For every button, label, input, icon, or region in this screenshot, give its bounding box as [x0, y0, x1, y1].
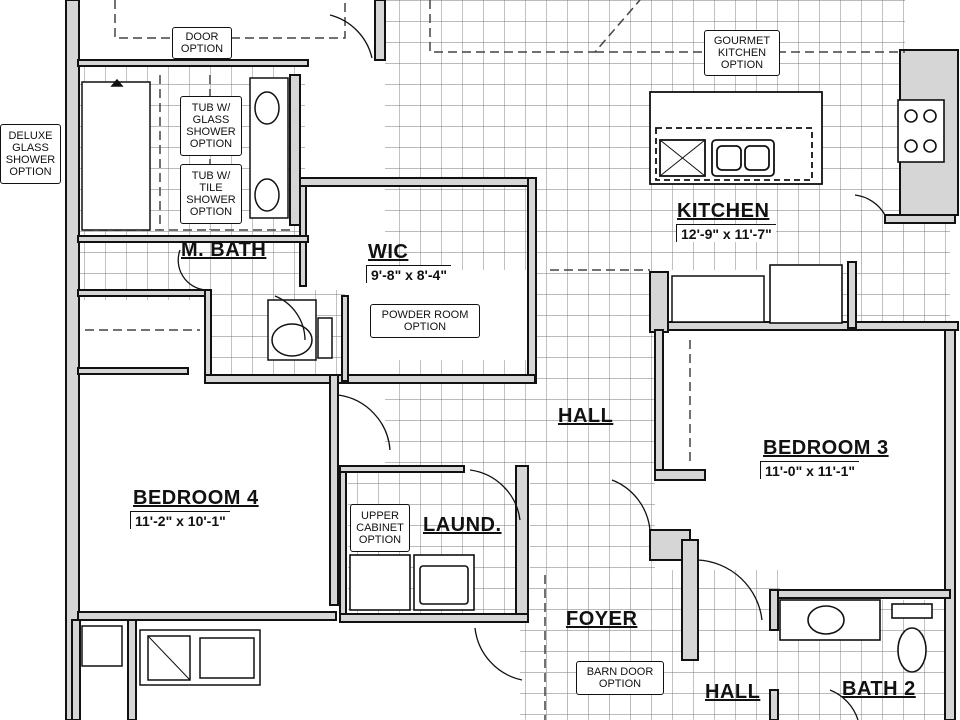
kitchen-island: [649, 91, 823, 185]
powder-room-option-label: POWDER ROOM OPTION: [370, 304, 480, 338]
room-kitchen-label: KITCHEN: [677, 200, 770, 222]
tub-glass-shower-option-label: TUB W/ GLASS SHOWER OPTION: [180, 96, 242, 156]
door-option-label: DOOR OPTION: [172, 27, 232, 59]
gourmet-kitchen-option-label: GOURMET KITCHEN OPTION: [704, 30, 780, 76]
room-wic-label: WIC: [368, 241, 409, 263]
bath-bottom-fixtures: [81, 625, 261, 686]
deluxe-glass-shower-option-label: DELUXE GLASS SHOWER OPTION: [0, 124, 61, 184]
barn-door-option-label: BARN DOOR OPTION: [576, 661, 664, 695]
tub-tile-shower-option-text: TUB W/ TILE SHOWER OPTION: [186, 170, 236, 218]
room-hall-label: HALL: [558, 405, 614, 427]
door-option-text: DOOR OPTION: [180, 31, 224, 55]
gourmet-kitchen-option-text: GOURMET KITCHEN OPTION: [713, 35, 771, 71]
walls: [65, 0, 959, 720]
tub-glass-shower-option-text: TUB W/ GLASS SHOWER OPTION: [186, 102, 236, 150]
refrigerator: [769, 264, 843, 324]
master-bath-fixtures: [81, 77, 333, 361]
room-bedroom3-label: BEDROOM 3: [763, 437, 889, 459]
room-hall-bottom-label: HALL: [705, 681, 761, 703]
room-bedroom4-dim: 11'-2" x 10'-1": [130, 511, 230, 529]
room-wic-dim: 9'-8" x 8'-4": [366, 265, 451, 283]
tub-tile-shower-option-label: TUB W/ TILE SHOWER OPTION: [180, 164, 242, 224]
counter: [671, 275, 765, 323]
upper-cabinet-option-label: UPPER CABINET OPTION: [350, 504, 410, 552]
upper-cabinet-option-text: UPPER CABINET OPTION: [356, 510, 404, 546]
room-bedroom3-dim: 11'-0" x 11'-1": [760, 461, 859, 479]
deluxe-glass-shower-option-text: DELUXE GLASS SHOWER OPTION: [5, 130, 56, 178]
kitchen-range: [897, 99, 945, 163]
laundry-machines: [349, 554, 475, 611]
powder-room-option-text: POWDER ROOM OPTION: [381, 309, 469, 333]
room-laundry-label: LAUND.: [423, 514, 502, 536]
room-bedroom4-label: BEDROOM 4: [133, 487, 259, 509]
barn-door-option-text: BARN DOOR OPTION: [586, 666, 654, 690]
bath2-fixtures: [779, 599, 933, 673]
room-bath2-label: BATH 2: [842, 678, 916, 700]
door-swings: [177, 14, 886, 720]
room-foyer-label: FOYER: [566, 608, 638, 630]
room-m-bath-label: M. BATH: [181, 239, 267, 261]
room-kitchen-dim: 12'-9" x 11'-7": [676, 224, 776, 242]
